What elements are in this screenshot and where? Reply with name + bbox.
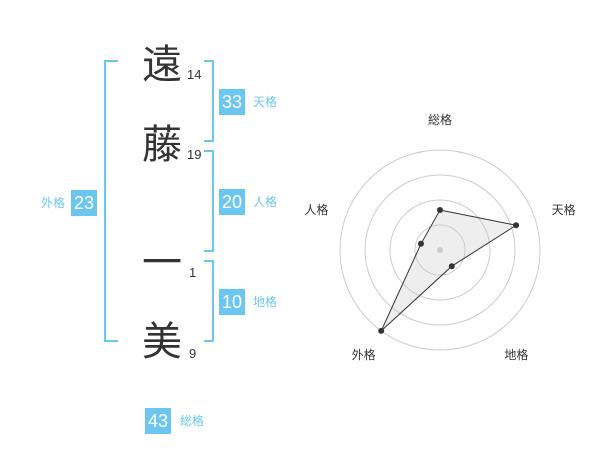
gaikaku-label: 外格: [41, 196, 66, 210]
radar-axis-label-3: 地格: [504, 347, 528, 362]
radar-ring-3: [364, 174, 516, 326]
tenkaku-label: 天格: [253, 95, 278, 109]
radar-center-dot: [437, 247, 443, 253]
radar-point-1: [437, 207, 443, 213]
radar-point-5: [418, 240, 424, 247]
radar-ring-4: [339, 149, 541, 351]
radar-axis-label-1: 総格: [428, 112, 452, 127]
name-char-2: 藤: [142, 122, 182, 168]
jinkaku-bracket: [204, 150, 214, 252]
chikaku-label: 地格: [253, 295, 278, 309]
stroke-count-3: 1: [189, 265, 197, 280]
tenkaku-bracket: [204, 60, 214, 142]
gaikaku-bracket: [104, 60, 118, 342]
radar-point-4: [378, 327, 385, 334]
stroke-count-1: 14: [187, 67, 202, 82]
gaikaku-badge: 23: [71, 190, 98, 216]
soukaku-badge: 43: [145, 408, 172, 434]
radar-axis-label-2: 天格: [552, 202, 576, 217]
name-char-3: 一: [142, 240, 182, 286]
radar-point-3: [448, 263, 455, 270]
radar-area: [380, 209, 518, 332]
soukaku-label: 総格: [180, 414, 205, 428]
radar-ring-1: [414, 224, 466, 276]
tenkaku-badge: 33: [219, 89, 246, 115]
radar-ring-2: [389, 199, 491, 301]
jinkaku-badge: 20: [219, 189, 246, 215]
stroke-count-2: 19: [187, 147, 202, 162]
radar-point-2: [513, 222, 520, 229]
stroke-count-4: 9: [189, 346, 197, 361]
radar-axis-label-4: 外格: [352, 347, 376, 362]
name-char-4: 美: [142, 319, 182, 365]
radar-axis-label-5: 人格: [304, 202, 328, 217]
chikaku-badge: 10: [219, 289, 246, 315]
jinkaku-label: 人格: [253, 195, 278, 209]
name-char-1: 遠: [142, 42, 182, 88]
chikaku-bracket: [204, 260, 214, 342]
